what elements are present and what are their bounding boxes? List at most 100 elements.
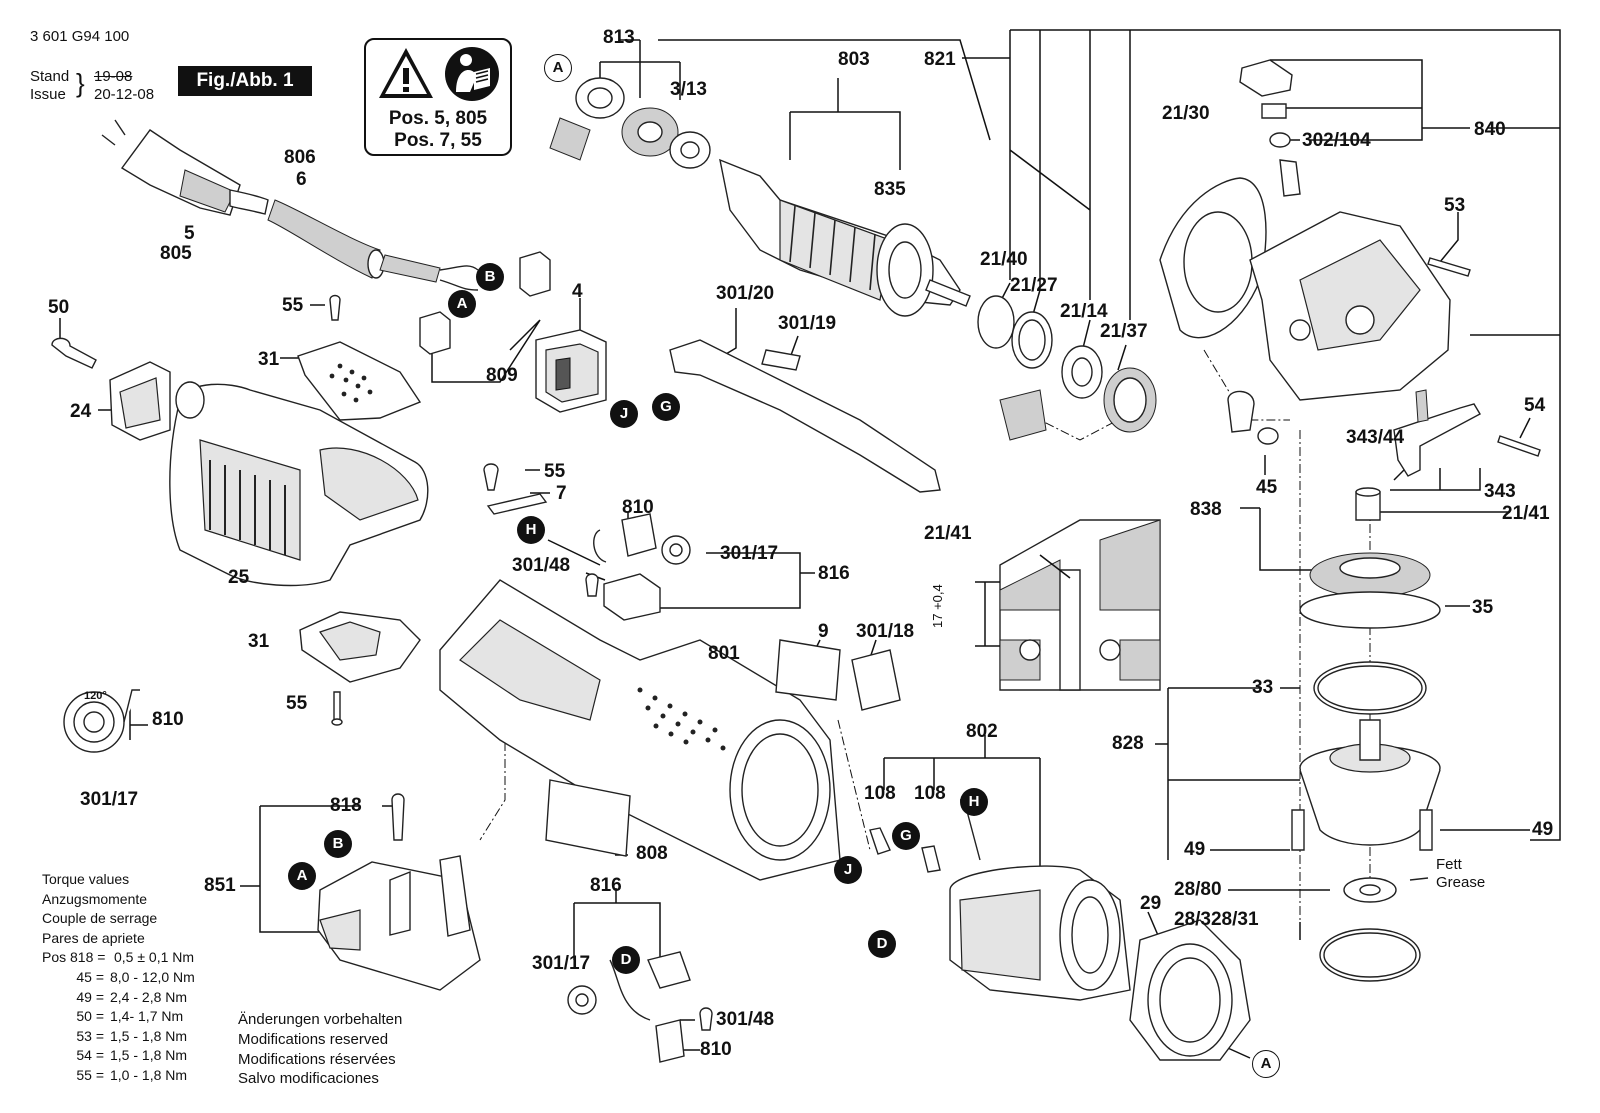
- warning-triangle-icon: [379, 48, 433, 98]
- connector-g-coil: G: [892, 822, 920, 850]
- label-25: 25: [228, 567, 250, 588]
- label-53: 53: [1444, 195, 1466, 216]
- armature-835: [549, 77, 971, 317]
- label-301-19: 301/19: [778, 313, 837, 334]
- label-301-18: 301/18: [856, 621, 915, 642]
- label-6: 6: [296, 169, 307, 190]
- label-802: 802: [966, 721, 998, 742]
- label-801: 801: [708, 643, 740, 664]
- bevel-gear-35: [1299, 487, 1441, 629]
- connector-g-switch: G: [652, 393, 680, 421]
- torque-row: Pos 818 =0,5 ± 0,1 Nm: [42, 948, 234, 968]
- torque-row: 45 =8,0 - 12,0 Nm: [42, 968, 234, 988]
- spring-810-left: [63, 689, 140, 753]
- torque-row: 54 = 1,5 - 1,8 Nm: [42, 1046, 234, 1066]
- connector-b-cord: B: [476, 263, 504, 291]
- label-810-bottom: 810: [700, 1039, 732, 1060]
- connector-j-coil: J: [834, 856, 862, 884]
- torque-row: 55 =1,0 - 1,8 Nm: [42, 1066, 234, 1086]
- label-21-30: 21/30: [1162, 103, 1210, 124]
- label-3-13: 3/13: [670, 79, 707, 100]
- torque-value: 2,4 - 2,8 Nm: [110, 988, 188, 1005]
- power-cord-plug: [101, 119, 269, 216]
- label-838: 838: [1190, 499, 1222, 520]
- label-49-left: 49: [1184, 839, 1206, 860]
- air-guide-29: [1129, 919, 1251, 1061]
- label-28-80: 28/80: [1174, 879, 1222, 900]
- label-50: 50: [48, 297, 70, 318]
- warning-pos-line-2: Pos. 7, 55: [394, 130, 482, 151]
- label-55-mid: 55: [544, 461, 566, 482]
- connector-a-switch-housing: A: [288, 862, 316, 890]
- label-9: 9: [818, 621, 829, 642]
- motor-housing-25: [169, 381, 429, 587]
- label-301-17-bottom: 301/17: [532, 953, 591, 974]
- section-view: [975, 519, 1161, 691]
- label-818: 818: [330, 795, 362, 816]
- label-21-40: 21/40: [980, 249, 1028, 270]
- label-806: 806: [284, 147, 316, 168]
- label-108-b: 108: [914, 783, 946, 804]
- torque-value: 1,5 - 1,8 Nm: [110, 1047, 188, 1064]
- carbon-brushes-809: [419, 251, 551, 355]
- gear-housing: [1159, 59, 1471, 401]
- label-851: 851: [204, 875, 236, 896]
- torque-row: 49 = 2,4 - 2,8 Nm: [42, 988, 234, 1008]
- read-manual-icon: [445, 47, 499, 101]
- connector-a-cord: A: [448, 290, 476, 318]
- label-302-104: 302/104: [1302, 130, 1371, 151]
- issue-label: Issue: [30, 86, 66, 103]
- label-816-bottom: 816: [590, 875, 622, 896]
- connector-b-switch-housing: B: [324, 830, 352, 858]
- label-49-right: 49: [1532, 819, 1554, 840]
- switch-rod-301-20: [669, 339, 941, 493]
- label-35: 35: [1472, 597, 1494, 618]
- gear-case-801: [439, 579, 901, 881]
- label-33: 33: [1252, 677, 1274, 698]
- connector-d-coil: D: [868, 930, 896, 958]
- label-4: 4: [572, 281, 583, 302]
- torque-pos: 54 =: [76, 1047, 104, 1064]
- label-816-top: 816: [818, 563, 850, 584]
- label-fett: Fett: [1436, 856, 1462, 873]
- issue-date: 20-12-08: [94, 86, 155, 103]
- modifications-es: Salvo modificaciones: [238, 1070, 379, 1088]
- part-number: 3 601 G94 100: [30, 28, 130, 45]
- label-301-17-mid: 301/17: [720, 543, 779, 564]
- label-301-48-bottom: 301/48: [716, 1009, 775, 1030]
- torque-pos: 45 =: [76, 968, 104, 985]
- switch-housing-851: [317, 793, 481, 991]
- label-5: 5: [184, 223, 195, 244]
- label-809: 809: [486, 365, 518, 386]
- label-343: 343: [1484, 481, 1516, 502]
- torque-values-table: Torque values Anzugsmomente Couple de se…: [42, 870, 234, 1086]
- label-31-bottom: 31: [248, 631, 270, 652]
- lock-lever-343: [1227, 389, 1541, 477]
- torque-pos: 49 =: [76, 988, 104, 1005]
- stand-date-struck: 19-08: [94, 68, 133, 85]
- label-24: 24: [70, 401, 92, 422]
- figure-badge: Fig./Abb. 1: [178, 66, 312, 96]
- torque-row: 53 =1,5 - 1,8 Nm: [42, 1027, 234, 1047]
- label-810-left: 810: [152, 709, 184, 730]
- torque-title-de: Anzugsmomente: [42, 890, 148, 907]
- label-301-20: 301/20: [716, 283, 775, 304]
- label-55-bottom: 55: [286, 693, 308, 714]
- label-803: 803: [838, 49, 870, 70]
- label-828: 828: [1112, 733, 1144, 754]
- torque-value: 1,4- 1,7 Nm: [110, 1008, 184, 1025]
- label-angle: 120°: [84, 690, 107, 702]
- modifications-note: Änderungen vorbehalten Modifications res…: [238, 1010, 402, 1089]
- label-28-328-31: 28/328/31: [1174, 909, 1259, 930]
- label-301-17-left: 301/17: [80, 789, 139, 810]
- connector-h-coil: H: [960, 788, 988, 816]
- label-808: 808: [636, 843, 668, 864]
- warning-pos-line-1: Pos. 5, 805: [388, 108, 488, 129]
- label-840: 840: [1474, 119, 1506, 140]
- label-54: 54: [1524, 395, 1546, 416]
- label-343-44: 343/44: [1346, 427, 1405, 448]
- label-55-top: 55: [282, 295, 304, 316]
- label-7: 7: [556, 483, 567, 504]
- connector-h-mid: H: [517, 516, 545, 544]
